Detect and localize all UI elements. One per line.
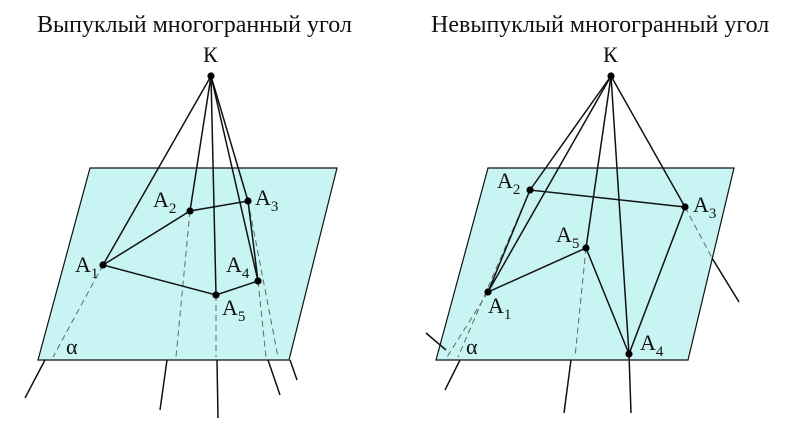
right-lateral-edges bbox=[487, 75, 686, 355]
right-point-a5 bbox=[582, 244, 590, 252]
left-apex-point bbox=[207, 72, 215, 80]
left-point-a4 bbox=[254, 277, 262, 285]
left-label-a5: A5 bbox=[222, 295, 245, 325]
left-plane-label: α bbox=[66, 334, 78, 359]
right-plane-label: α bbox=[466, 334, 478, 359]
right-label-a5: A5 bbox=[556, 222, 579, 252]
right-title: Невыпуклый многогранный угол bbox=[431, 12, 769, 38]
right-label-a1: A1 bbox=[488, 293, 511, 323]
left-plane bbox=[37, 167, 338, 361]
left-label-a3: A3 bbox=[255, 185, 278, 215]
left-apex-label: К bbox=[203, 42, 218, 67]
right-point-a3 bbox=[681, 203, 689, 211]
right-point-a4 bbox=[625, 350, 633, 358]
right-base-polygon bbox=[486, 189, 687, 357]
right-label-a2: A2 bbox=[497, 168, 520, 198]
left-rays-below bbox=[24, 359, 298, 419]
right-apex-point bbox=[607, 72, 615, 80]
left-title: Выпуклый многогранный угол bbox=[37, 12, 352, 38]
left-point-a1 bbox=[99, 261, 107, 269]
left-dashed-lines bbox=[52, 200, 279, 358]
left-lateral-edges bbox=[102, 75, 259, 296]
left-base-polygon bbox=[101, 200, 259, 296]
left-point-a2 bbox=[186, 207, 194, 215]
left-label-a4: A4 bbox=[226, 252, 250, 282]
right-apex-label: К bbox=[603, 42, 618, 67]
left-label-a2: A2 bbox=[153, 187, 176, 217]
left-figure: Выпуклый многогранный угол bbox=[24, 12, 352, 419]
right-point-a1 bbox=[484, 288, 492, 296]
right-plane bbox=[435, 167, 735, 361]
right-label-a4: A4 bbox=[640, 330, 664, 360]
right-point-a2 bbox=[526, 186, 534, 194]
left-point-a3 bbox=[244, 197, 252, 205]
right-label-a3: A3 bbox=[693, 192, 716, 222]
left-label-a1: A1 bbox=[75, 252, 98, 282]
right-rays-below bbox=[425, 257, 740, 414]
left-point-a5 bbox=[212, 291, 220, 299]
right-figure: Невыпуклый многогранный угол bbox=[425, 12, 769, 414]
